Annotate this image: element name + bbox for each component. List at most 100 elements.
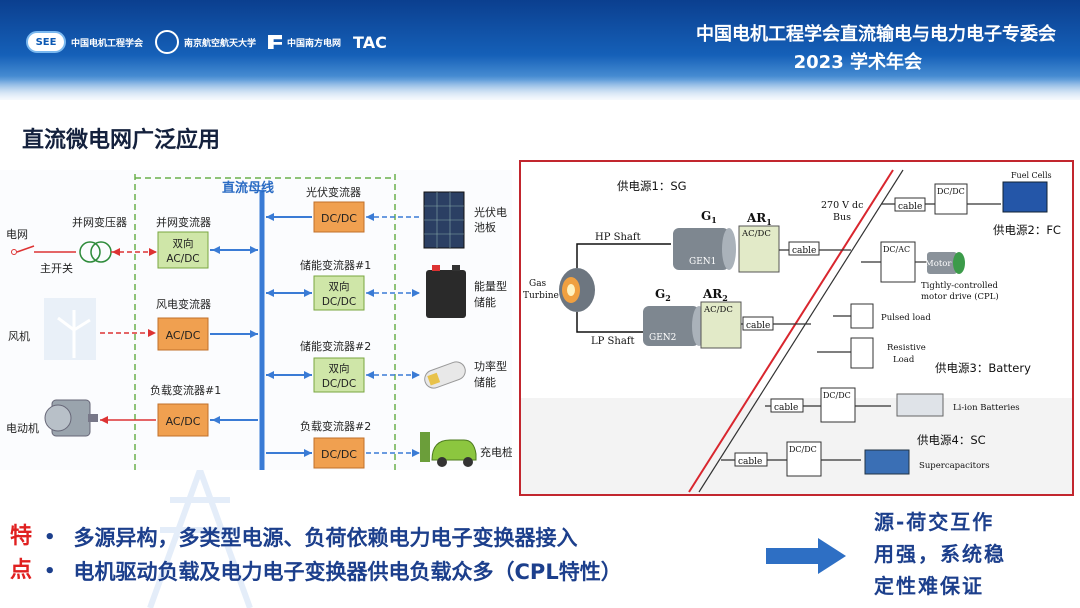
logo-tac-name: TAC <box>353 32 387 52</box>
supercapacitor-icon <box>864 449 910 475</box>
resistive-load-label-2: Load <box>893 355 915 365</box>
svg-text:DC/DC: DC/DC <box>789 445 817 454</box>
svg-text:cable: cable <box>746 321 770 331</box>
source1-label: 供电源1：SG <box>617 179 687 193</box>
svg-text:AC/DC: AC/DC <box>703 305 733 315</box>
svg-text:AC/DC: AC/DC <box>166 329 201 342</box>
cable-fc <box>894 197 926 212</box>
g1-label: G1 <box>701 209 717 225</box>
bus-label-1: 270 V dc <box>821 200 863 211</box>
university-seal-icon <box>155 30 180 54</box>
svg-text:DC/DC: DC/DC <box>321 448 357 461</box>
fuel-cells-label: Fuel Cells <box>1011 171 1052 180</box>
load-converter2-box <box>313 437 365 469</box>
svg-text:DC/DC: DC/DC <box>937 187 965 196</box>
transmission-tower-watermark <box>147 470 253 608</box>
source4-label: 供电源4：SC <box>917 433 986 447</box>
grid-node-icon <box>11 249 17 255</box>
hp-shaft-label: HP Shaft <box>595 232 641 243</box>
storage1-title: 储能变流器#1 <box>300 258 371 272</box>
ev-charger-icon <box>420 432 477 467</box>
storage1-label-1: 能量型 <box>474 279 507 293</box>
grid-converter-title: 并网变流器 <box>156 215 211 229</box>
wind-turbine-icon <box>44 298 96 360</box>
load-converter1-title: 负载变流器#1 <box>150 383 221 397</box>
bullet-dot-icon: • <box>44 526 56 548</box>
svg-text:cable: cable <box>898 202 922 212</box>
svg-text:AC/DC: AC/DC <box>741 229 771 239</box>
pulsed-load-label: Pulsed load <box>881 313 931 323</box>
grid-label: 电网 <box>6 228 28 241</box>
svg-text:GEN1: GEN1 <box>689 257 716 267</box>
load-converter1-box <box>157 403 209 437</box>
motor-icon <box>927 252 965 274</box>
source3-label: 供电源3：Battery <box>935 361 1031 375</box>
load-converter2-title: 负载变流器#2 <box>300 419 371 433</box>
feature-item: •电机驱动负载及电力电子变换器供电负载众多（CPL特性） <box>44 560 622 584</box>
dc-microgrid-diagram: 直流母线 电网 主开关 并网变压器 并网变流器 双向 AC/DC 风机 风电变流… <box>0 170 512 470</box>
rectifier1-box <box>738 225 780 273</box>
power-grid-icon <box>268 35 283 49</box>
ar2-label: AR2 <box>702 287 728 303</box>
svg-text:AC/DC: AC/DC <box>166 253 199 265</box>
see-badge: SEE <box>26 31 66 53</box>
bus-label-2: Bus <box>833 212 851 223</box>
pv-converter-box <box>313 201 365 233</box>
logo-tac: TAC <box>353 33 387 52</box>
fc-dcdc-box <box>934 183 968 215</box>
supercap-label: Supercapacitors <box>919 461 990 471</box>
wind-converter-title: 风电变流器 <box>156 297 211 311</box>
ar1-label: AR1 <box>746 211 772 227</box>
onboard-power-system-figure: 供电源1：SG 供电源2：FC 供电源3：Battery 供电源4：SC HP … <box>519 160 1074 496</box>
pv-converter-title: 光伏变流器 <box>306 185 361 199</box>
motor-icon <box>44 399 98 437</box>
storage2-title: 储能变流器#2 <box>300 339 371 353</box>
storage2-label-1: 功率型 <box>474 359 507 373</box>
svg-text:Motor: Motor <box>925 259 952 269</box>
onboard-power-diagram: 供电源1：SG 供电源2：FC 供电源3：Battery 供电源4：SC HP … <box>521 162 1072 494</box>
svg-text:GEN2: GEN2 <box>649 333 676 343</box>
svg-text:双向: 双向 <box>329 362 350 375</box>
bullet-dot-icon: • <box>44 560 56 582</box>
supercap-dcdc-box <box>786 441 822 477</box>
li-ion-label: Li-ion Batteries <box>953 403 1020 413</box>
logo-csee-name: 中国电机工程学会 <box>71 38 144 49</box>
pv-label-1: 光伏电 <box>474 205 507 219</box>
svg-text:DC/DC: DC/DC <box>321 212 357 225</box>
header-fade <box>0 76 1080 106</box>
cable-battery <box>770 398 804 413</box>
storage1-label-2: 储能 <box>474 295 496 309</box>
source2-label: 供电源2：FC <box>993 223 1061 237</box>
battery-dcdc-box <box>820 387 856 423</box>
supercapacitor-icon <box>424 361 466 389</box>
features-label: 特 点 <box>10 524 33 583</box>
storage1-box <box>313 275 365 311</box>
bus-label: 直流母线 <box>222 180 274 196</box>
charger-label: 充电桩 <box>480 445 512 459</box>
storage2-box <box>313 357 365 393</box>
logo-csg: 中国南方电网 <box>268 35 341 49</box>
svg-text:cable: cable <box>774 403 798 413</box>
svg-text:双向: 双向 <box>173 237 194 250</box>
logo-nuaa: 南京航空航天大学 <box>155 30 256 54</box>
cable-2 <box>742 316 774 331</box>
motor-drive-box <box>880 241 916 283</box>
features-list: •多源异构，多类型电源、负荷依赖电力电子变换器接入 •电机驱动负载及电力电子变换… <box>44 520 622 588</box>
gas-turbine-icon <box>559 268 595 312</box>
logo-nuaa-name: 南京航空航天大学 <box>184 38 257 49</box>
solar-panel-icon <box>423 191 465 249</box>
pv-label-2: 池板 <box>474 220 496 234</box>
svg-text:双向: 双向 <box>329 280 350 293</box>
svg-text:DC/AC: DC/AC <box>883 245 910 254</box>
cable-1 <box>788 241 820 256</box>
motor-drive-label-1: Tightly-controlled <box>921 281 999 291</box>
li-ion-battery-icon <box>896 393 944 417</box>
grid-transformer-label: 并网变压器 <box>72 215 127 229</box>
rectifier2-box <box>700 301 742 349</box>
cable-supercap <box>734 452 768 467</box>
page-title: 直流微电网广泛应用 <box>22 128 221 153</box>
fuel-cell-icon <box>1002 181 1048 213</box>
svg-text:DC/DC: DC/DC <box>322 296 356 308</box>
logo-bar: SEE 中国电机工程学会 南京航空航天大学 中国南方电网 TAC <box>26 24 387 60</box>
feature-item: •多源异构，多类型电源、负荷依赖电力电子变换器接入 <box>44 526 578 550</box>
